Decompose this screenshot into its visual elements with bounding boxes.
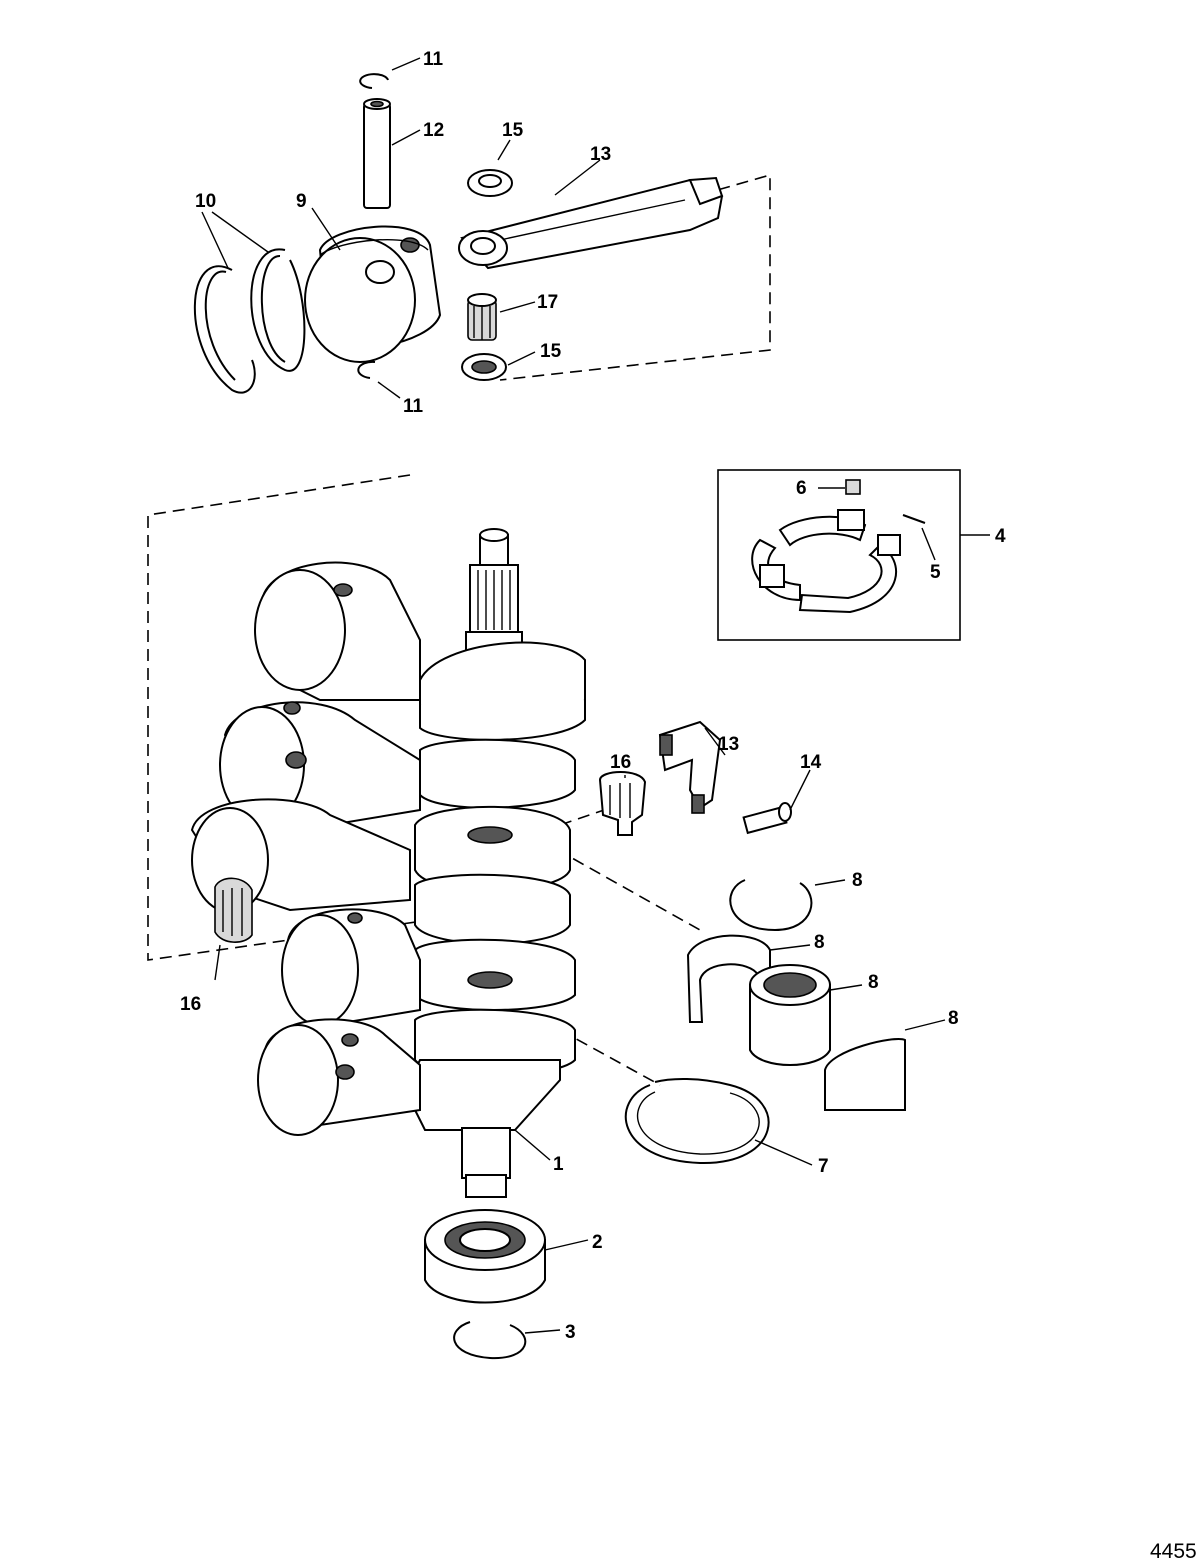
main-bearing-parts (686, 879, 906, 1111)
retainer-screw (902, 514, 926, 524)
needle-bearing-cage (598, 771, 647, 836)
figure-number: 4455 (1150, 1540, 1197, 1563)
rod-bolt (742, 802, 792, 835)
callout-14: 14 (800, 752, 822, 773)
installed-pistons (190, 561, 421, 1136)
lower-retaining-ring (453, 1321, 527, 1360)
crankshaft-webs (414, 641, 586, 1076)
needle-bearing-lower-left (214, 877, 253, 943)
callout-3: 3 (565, 1322, 576, 1343)
callout-8-ring: 8 (852, 870, 863, 891)
main-roller-bearing (749, 964, 831, 1066)
callout-13-top: 13 (590, 144, 611, 165)
piston-pin (363, 98, 391, 209)
callout-11-top: 11 (423, 49, 444, 70)
callout-8-race-right: 8 (948, 1008, 959, 1029)
thrust-washer-bottom (461, 353, 507, 381)
thrust-washer-top (467, 169, 513, 197)
callout-13-cap: 13 (718, 734, 739, 755)
callout-12: 12 (423, 120, 444, 141)
crankshaft-assembly (147, 474, 701, 1198)
dowel-pin (845, 479, 861, 495)
callout-17: 17 (537, 292, 558, 313)
crankshaft-retaining-ring (624, 1077, 770, 1165)
inset-frame (717, 469, 961, 641)
callout-4: 4 (995, 526, 1006, 547)
callout-15-top: 15 (502, 120, 524, 141)
callout-9: 9 (296, 191, 307, 212)
callout-labels: 11 12 15 13 10 9 17 15 11 6 4 5 13 16 14… (180, 49, 1006, 1343)
callout-7: 7 (818, 1156, 829, 1177)
callout-16-lower: 16 (180, 994, 201, 1015)
leader-lines (201, 57, 990, 1334)
center-main-bearing-inset (717, 469, 961, 641)
upper-group-dashed-outline (499, 173, 771, 381)
connecting-rod-cap (658, 720, 722, 814)
piston-rod-assembly (193, 73, 771, 394)
crankshaft-lower-end (403, 1059, 561, 1198)
piston-top (304, 225, 442, 363)
rod-cap-group (598, 720, 792, 836)
callout-8-race-left: 8 (814, 932, 825, 953)
callout-5: 5 (930, 562, 941, 583)
callout-8-roller: 8 (868, 972, 879, 993)
callout-10: 10 (195, 191, 216, 212)
callout-2: 2 (592, 1232, 603, 1253)
callout-1: 1 (553, 1154, 564, 1175)
lower-ball-bearing (424, 1209, 546, 1304)
callout-11-bottom: 11 (403, 396, 424, 417)
piston-pin-lock-ring-top (359, 73, 389, 89)
needle-bearing-top (467, 293, 497, 341)
piston-rings (193, 248, 306, 394)
main-bearing-race-right (824, 1038, 906, 1111)
connecting-rod-top (458, 176, 724, 270)
callout-6: 6 (796, 478, 807, 499)
piston-pin-lock-ring-bottom (357, 360, 376, 379)
callout-15-bottom: 15 (540, 341, 562, 362)
main-bearing-ring (729, 879, 813, 932)
callout-16-cage: 16 (610, 752, 631, 773)
